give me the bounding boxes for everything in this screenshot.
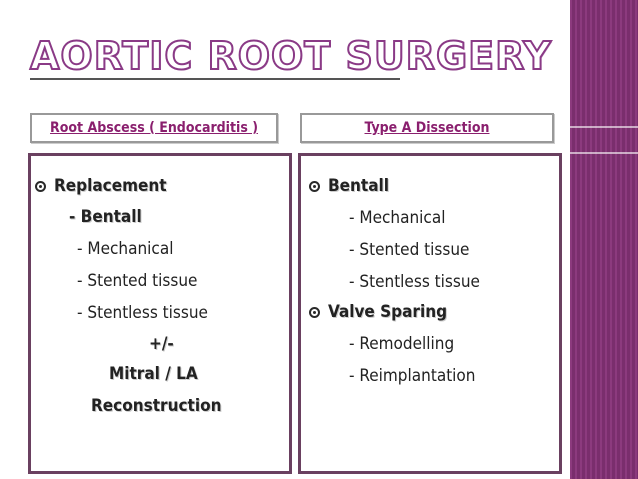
left-reconstruction: Reconstruction [91, 396, 222, 416]
left-column-header: Root Abscess ( Endocarditis ) [30, 113, 278, 143]
left-bullet-replacement: Replacement [35, 176, 167, 196]
right-column-header: Type A Dissection [300, 113, 554, 143]
left-sub-bentall: - Bentall [69, 207, 142, 227]
right-item-stentless: - Stentless tissue [349, 272, 480, 292]
left-item-mechanical: - Mechanical [77, 239, 174, 259]
right-content-panel: Bentall - Mechanical - Stented tissue - … [298, 153, 562, 474]
left-item-stented: - Stented tissue [77, 271, 198, 291]
left-content-panel: Replacement - Bentall - Mechanical - Ste… [28, 153, 292, 474]
right-bullet-bentall: Bentall [309, 176, 389, 196]
left-plusminus: +/- [149, 334, 174, 354]
left-item-stentless: - Stentless tissue [77, 303, 208, 323]
right-item-remodelling: - Remodelling [349, 334, 455, 354]
right-item-stented: - Stented tissue [349, 240, 470, 260]
right-bullet-valve-sparing: Valve Sparing [309, 302, 447, 322]
left-mitral-la: Mitral / LA [109, 364, 198, 384]
decorative-side-bar [570, 0, 638, 479]
slide-title: AORTIC ROOT SURGERY [29, 33, 552, 79]
bullet-icon [309, 180, 320, 192]
bullet-icon [309, 306, 320, 318]
right-item-reimplantation: - Reimplantation [349, 366, 476, 386]
bullet-icon [35, 180, 46, 192]
title-underline [30, 78, 400, 80]
right-item-mechanical: - Mechanical [349, 208, 446, 228]
